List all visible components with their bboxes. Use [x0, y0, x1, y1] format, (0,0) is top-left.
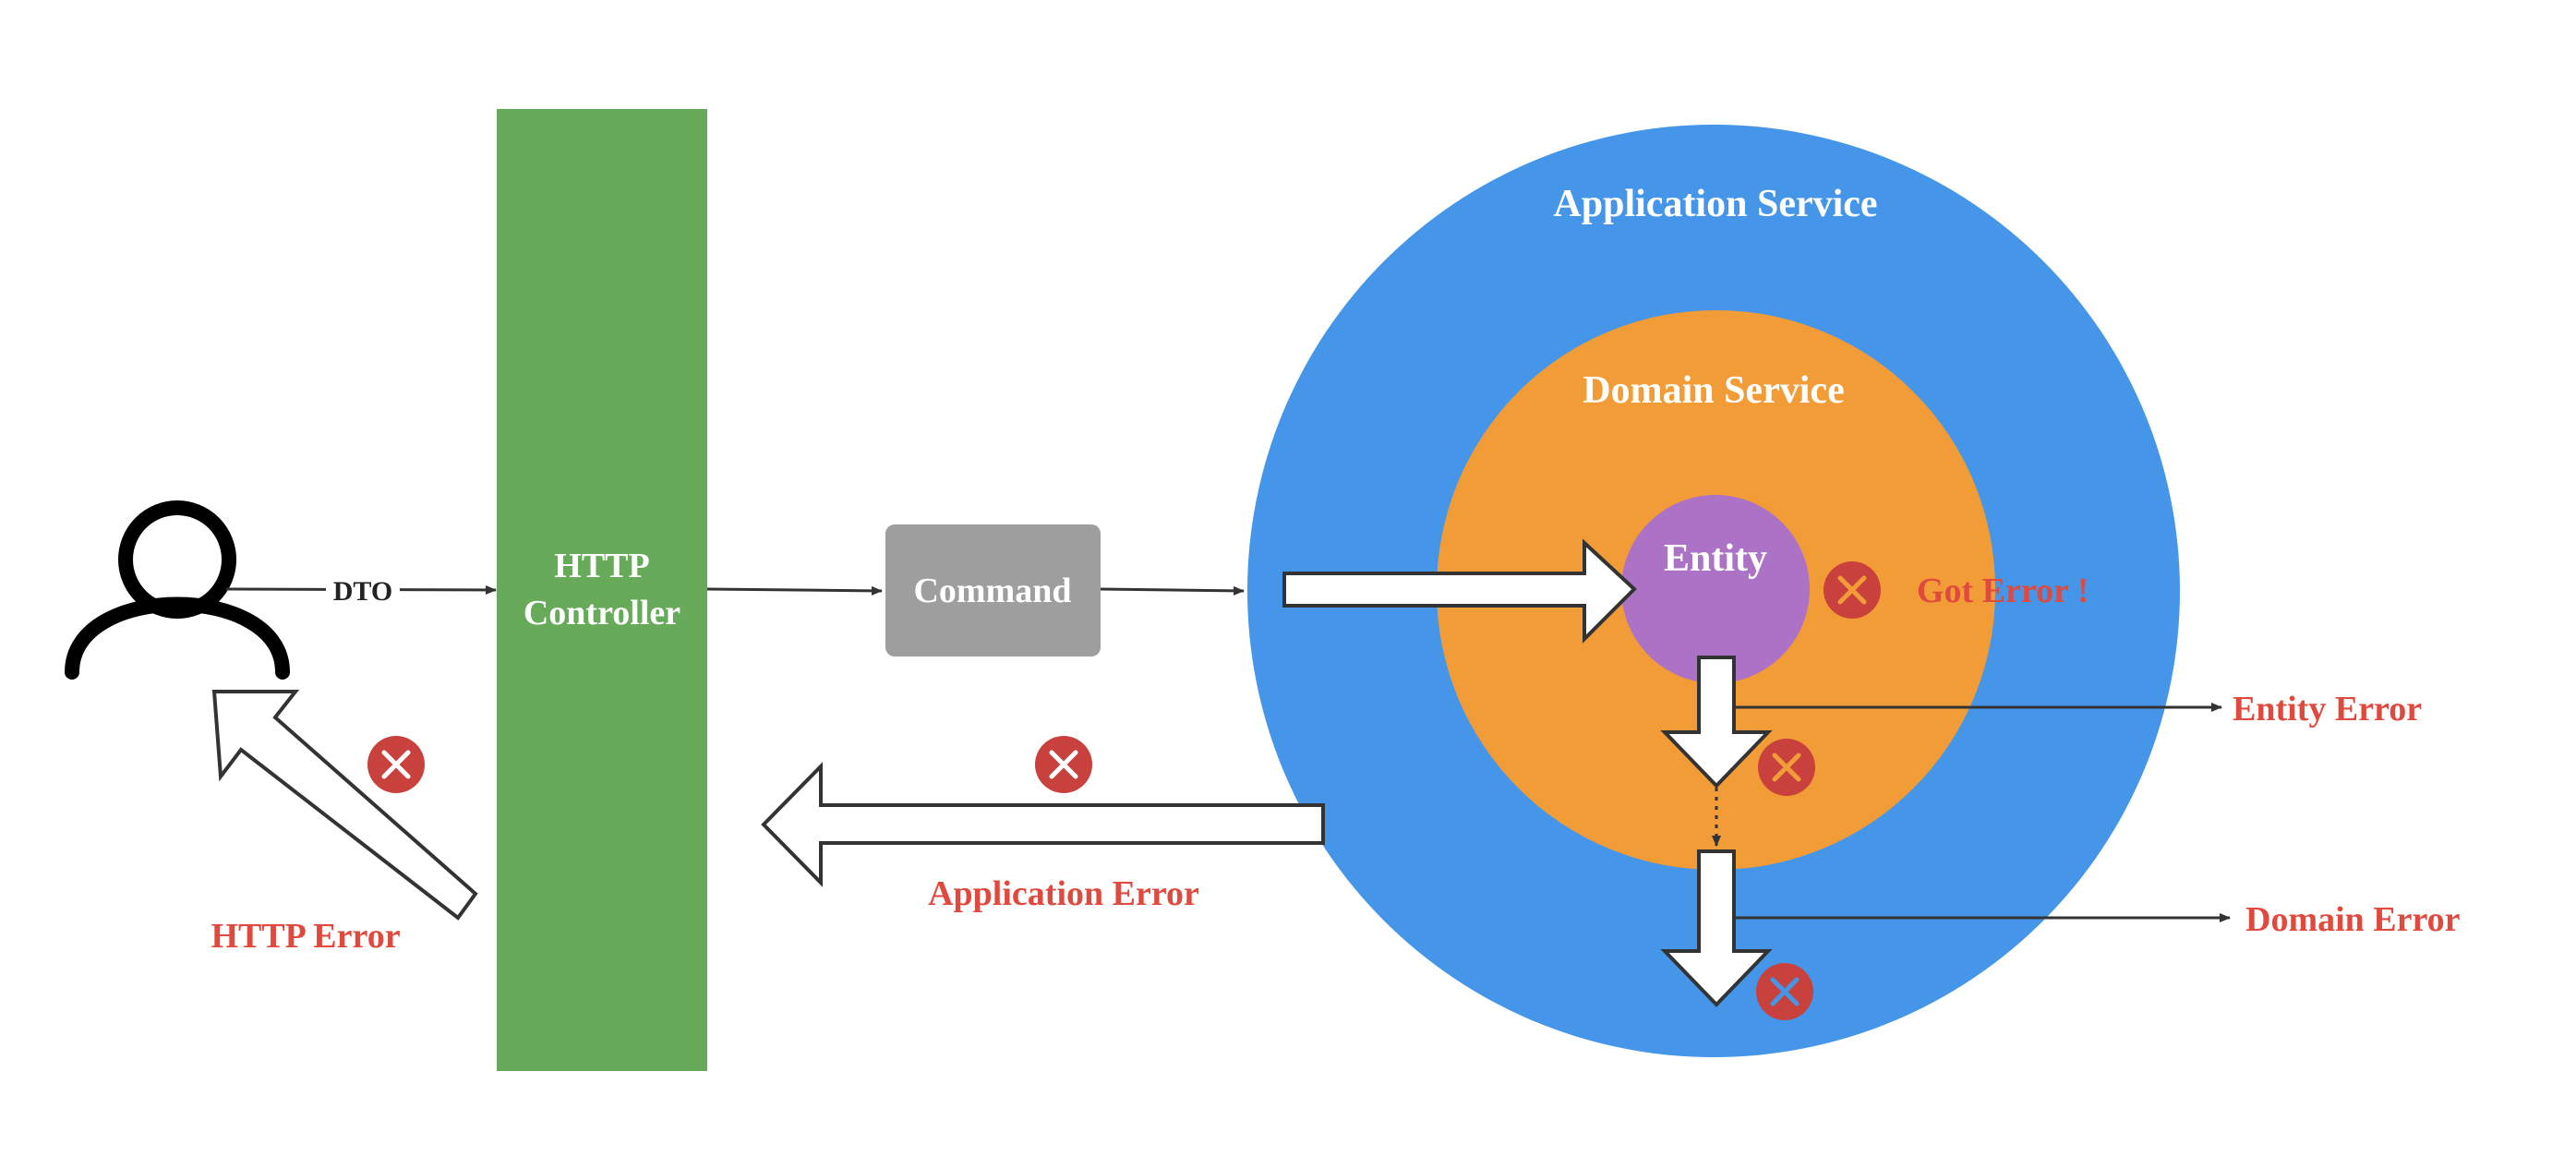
command-label: Command — [913, 572, 1071, 610]
application-error-badge-inner — [1756, 963, 1813, 1020]
dto-label: DTO — [333, 576, 392, 607]
entity-circle — [1621, 495, 1810, 683]
controller-to-command-arrow — [706, 585, 883, 596]
http-error-label: HTTP Error — [211, 917, 400, 956]
dto-label-bg — [326, 572, 400, 606]
got-error-label: Got Error ! — [1917, 572, 2088, 610]
request-into-entity-arrow — [1282, 538, 1637, 644]
command-box — [885, 524, 1101, 656]
http-controller-label-line2: Controller — [524, 594, 680, 632]
application-service-label: Application Service — [1553, 183, 1877, 225]
http-error-badge — [367, 736, 425, 793]
domain-down-arrow — [1660, 849, 1773, 1007]
entity-error-label: Entity Error — [2233, 690, 2422, 729]
domain-service-label: Domain Service — [1583, 369, 1844, 412]
application-error-label: Application Error — [928, 874, 1199, 913]
entity-label: Entity — [1664, 537, 1767, 580]
http-controller-box — [497, 109, 707, 1071]
application-error-badge — [1035, 736, 1092, 793]
command-to-app-arrow — [1100, 585, 1245, 596]
application-error-return-arrow — [761, 762, 1325, 887]
domain-error-label: Domain Error — [2245, 900, 2461, 939]
entity-error-badge — [1824, 561, 1881, 619]
domain-error-badge — [1758, 739, 1815, 796]
http-controller-label-line1: HTTP — [554, 547, 649, 585]
user-icon — [65, 500, 290, 680]
http-error-return-arrow — [211, 690, 478, 921]
entity-down-arrow — [1660, 656, 1773, 789]
